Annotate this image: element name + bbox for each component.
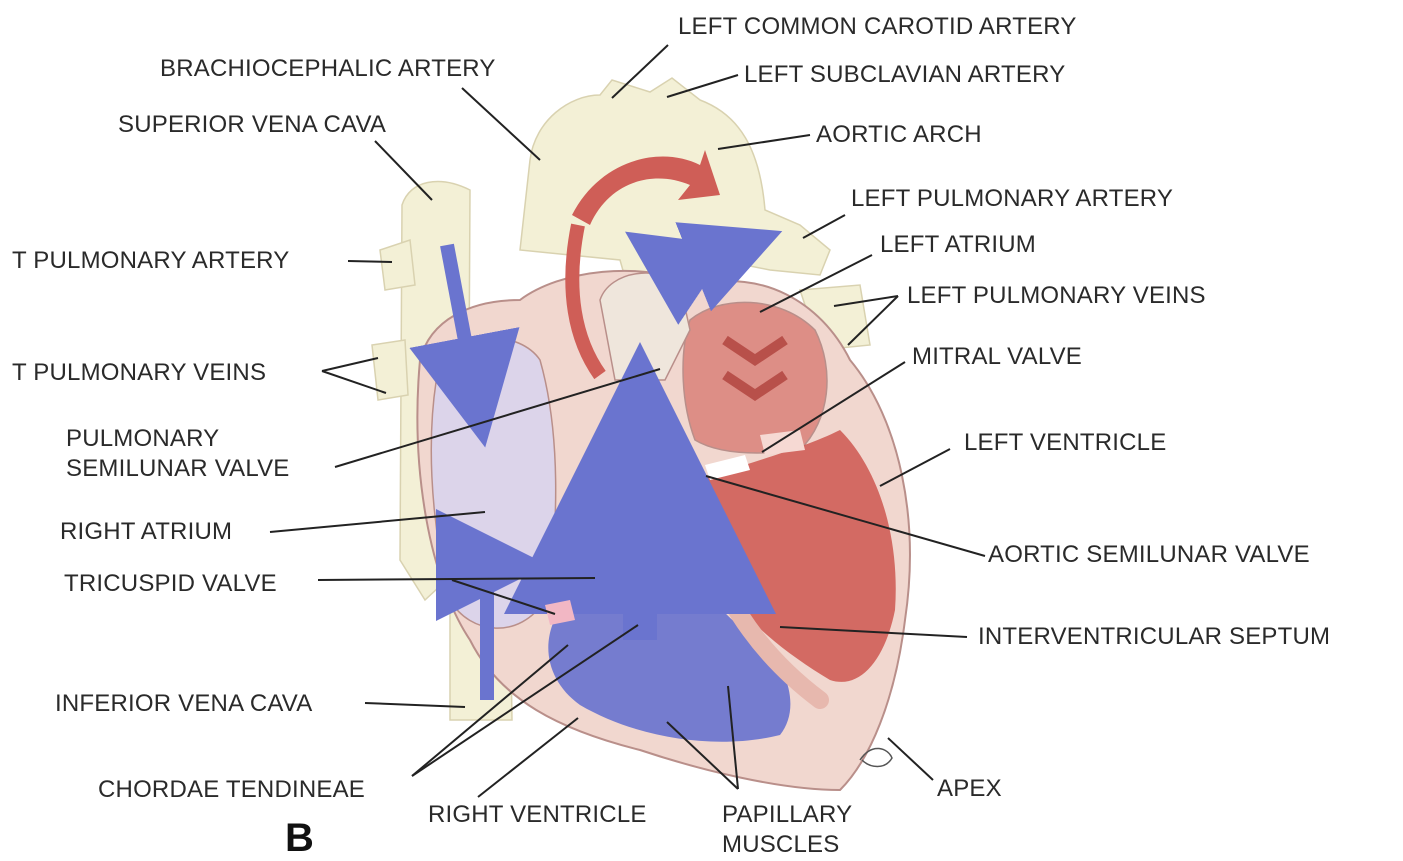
- label-right-pulmonary-artery: T PULMONARY ARTERY: [12, 246, 289, 276]
- label-left-atrium: LEFT ATRIUM: [880, 230, 1036, 260]
- label-superior-vena-cava: SUPERIOR VENA CAVA: [118, 110, 386, 140]
- label-mitral-valve: MITRAL VALVE: [912, 342, 1082, 372]
- label-brachiocephalic-artery: BRACHIOCEPHALIC ARTERY: [160, 54, 496, 84]
- label-inferior-vena-cava: INFERIOR VENA CAVA: [55, 689, 312, 719]
- label-left-common-carotid-artery: LEFT COMMON CAROTID ARTERY: [678, 12, 1077, 42]
- label-left-ventricle: LEFT VENTRICLE: [964, 428, 1166, 458]
- label-interventricular-septum: INTERVENTRICULAR SEPTUM: [978, 622, 1330, 652]
- label-right-ventricle: RIGHT VENTRICLE: [428, 800, 647, 830]
- label-chordae-tendineae: CHORDAE TENDINEAE: [98, 775, 365, 805]
- label-left-pulmonary-veins: LEFT PULMONARY VEINS: [907, 281, 1206, 311]
- label-aortic-semilunar-valve: AORTIC SEMILUNAR VALVE: [988, 540, 1310, 570]
- panel-letter: B: [285, 816, 314, 861]
- label-apex: APEX: [937, 774, 1002, 804]
- right-pulmonary-artery-shape: [380, 240, 415, 290]
- left-atrium-chamber: [683, 302, 827, 453]
- label-right-pulmonary-veins: T PULMONARY VEINS: [12, 358, 266, 388]
- label-right-atrium: RIGHT ATRIUM: [60, 517, 232, 547]
- label-papillary-muscles: PAPILLARY MUSCLES: [722, 800, 882, 860]
- label-pulmonary-semilunar-valve: PULMONARY SEMILUNAR VALVE: [66, 424, 341, 484]
- label-aortic-arch: AORTIC ARCH: [816, 120, 982, 150]
- label-tricuspid-valve: TRICUSPID VALVE: [64, 569, 277, 599]
- label-left-subclavian-artery: LEFT SUBCLAVIAN ARTERY: [744, 60, 1065, 90]
- label-left-pulmonary-artery: LEFT PULMONARY ARTERY: [851, 184, 1173, 214]
